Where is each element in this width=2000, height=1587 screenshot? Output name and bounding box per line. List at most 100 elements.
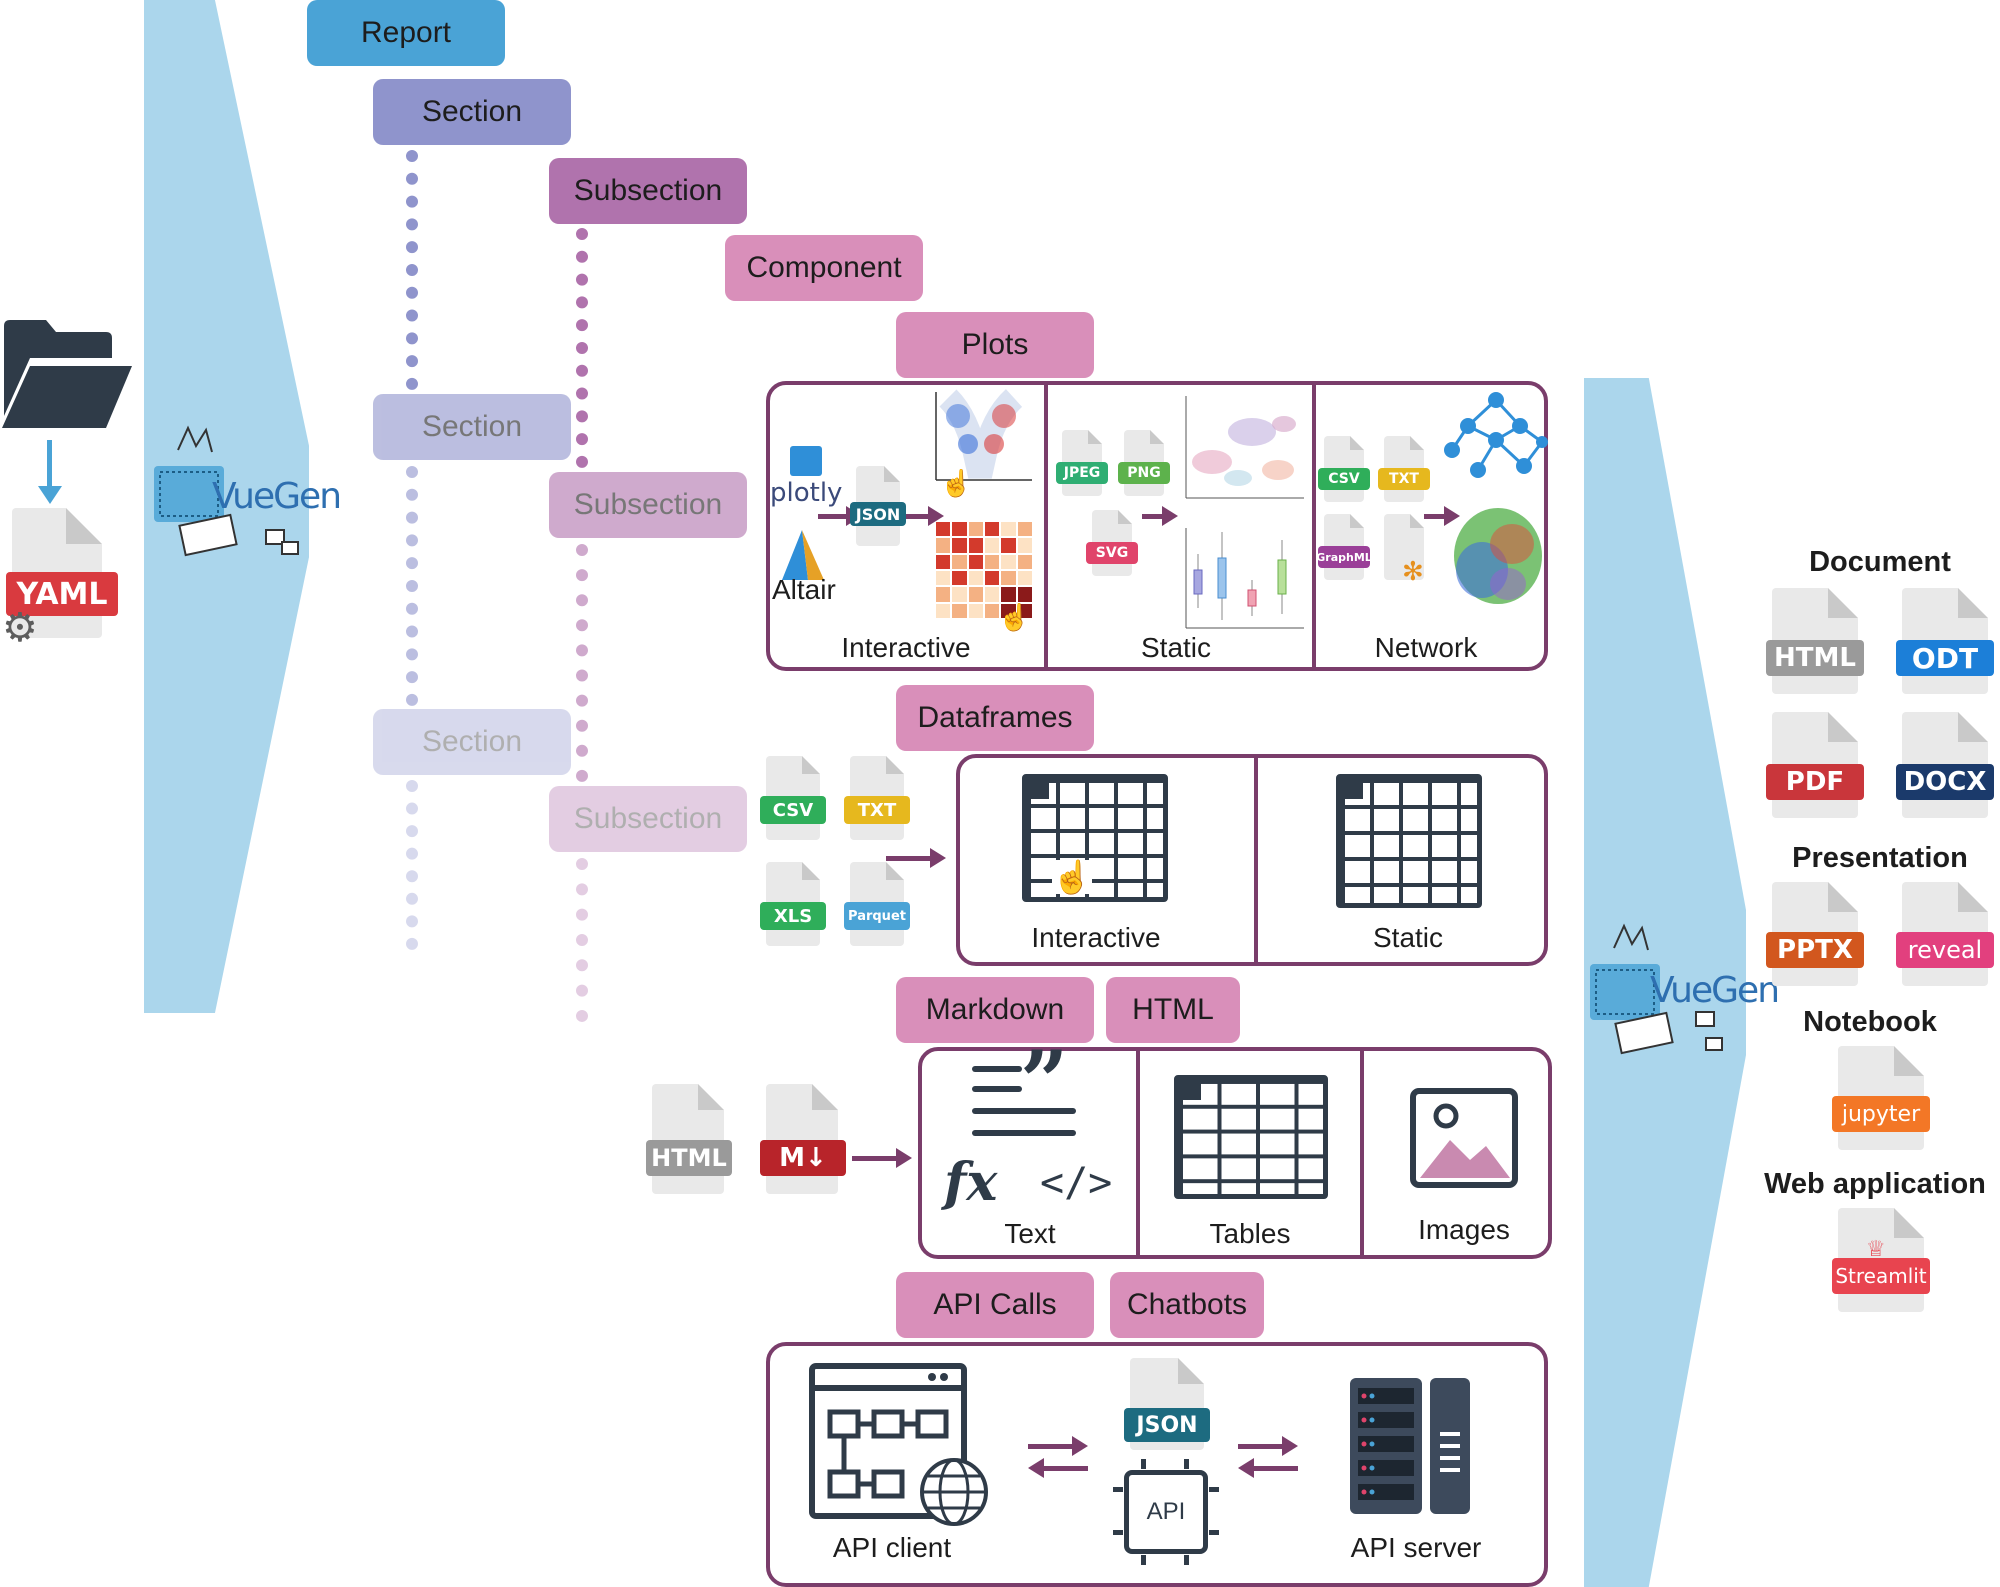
json-file-icon-api: JSON	[1124, 1358, 1210, 1450]
subsection-pill-3: Subsection	[549, 786, 747, 852]
jpeg-file-icon: JPEG	[1056, 430, 1108, 496]
txt-file-icon-network: TXT	[1378, 436, 1430, 502]
docx-output-icon: DOCX	[1896, 712, 1994, 818]
component-pill: Component	[725, 235, 923, 301]
svg-file-icon: SVG	[1086, 510, 1138, 576]
api-server-icon	[1350, 1378, 1470, 1514]
vuegen-logo-text-right: VueGen	[1650, 970, 1780, 1011]
vuegen-logo-text-left: VueGen	[212, 476, 342, 517]
png-label: PNG	[1118, 462, 1170, 484]
csv-label-df: CSV	[760, 796, 826, 824]
network-share-icon: ✻	[1402, 556, 1424, 586]
network-hairball-thumbnail	[1454, 508, 1542, 604]
network-graph-icon	[1444, 392, 1548, 478]
pdf-output-label: PDF	[1766, 764, 1864, 800]
volcano-plot-thumbnail	[935, 389, 1032, 481]
reveal-output-icon: reveal	[1896, 882, 1994, 986]
jupyter-output-icon: jupyter	[1832, 1046, 1930, 1150]
folder-icon	[2, 320, 132, 428]
fx-icon: fx	[944, 1152, 998, 1213]
network-file-icon	[1384, 514, 1424, 580]
api-caption-client: API client	[832, 1532, 952, 1563]
plots-divider-1	[1044, 385, 1048, 667]
pptx-output-label: PPTX	[1766, 932, 1864, 968]
plots-caption-interactive: Interactive	[841, 632, 971, 663]
txt-label-df: TXT	[844, 796, 910, 824]
subsection-dots-1	[576, 228, 588, 468]
dataframes-arrow	[886, 848, 946, 868]
quote-icon: ”	[1020, 1032, 1069, 1131]
html-output-label: HTML	[1766, 640, 1864, 676]
json-label-api: JSON	[1124, 1408, 1210, 1442]
section-pill-2: Section	[373, 394, 571, 460]
vuegen-logo-right: VueGen	[1584, 908, 1780, 1068]
svg-label: SVG	[1086, 542, 1138, 564]
text-lines-icon	[972, 1066, 1076, 1136]
umap-scatter-thumbnail	[1185, 396, 1304, 499]
parquet-label-df: Parquet	[844, 902, 910, 930]
api-caption-server: API server	[1350, 1532, 1482, 1563]
markdown-divider-1	[1136, 1051, 1140, 1255]
plots-divider-2	[1312, 385, 1316, 667]
pdf-output-icon: PDF	[1766, 712, 1864, 818]
parquet-file-icon-df: Parquet	[844, 862, 910, 946]
hand-cursor-icon-3: ☝	[1052, 859, 1092, 895]
markdown-box	[918, 1047, 1552, 1259]
plots-pill: Plots	[896, 312, 1094, 378]
txt-file-icon-df: TXT	[844, 756, 910, 840]
heatmap-thumbnail	[936, 522, 1032, 618]
document-header: Document	[1809, 546, 1951, 578]
table-markdown-icon	[1174, 1075, 1328, 1199]
api-arrow-left-2	[1238, 1458, 1298, 1478]
html-file-label-md: HTML	[646, 1140, 732, 1176]
html-output-icon: HTML	[1766, 588, 1864, 694]
plots-caption-static: Static	[1140, 632, 1212, 663]
section-pill: Section	[373, 79, 571, 145]
streamlit-output-label: Streamlit	[1832, 1258, 1930, 1294]
markdown-file-icon: M↓	[760, 1084, 846, 1194]
subsection-dots-2	[576, 544, 588, 782]
markdown-caption-images: Images	[1418, 1214, 1510, 1245]
section-dots-1	[406, 150, 418, 390]
csv-file-icon-network: CSV	[1318, 436, 1370, 502]
jpeg-label: JPEG	[1056, 462, 1108, 484]
streamlit-crown-icon: ♕	[1866, 1236, 1886, 1261]
notebook-header: Notebook	[1803, 1006, 1937, 1038]
markdown-file-label: M↓	[760, 1140, 846, 1176]
subsection-dots-3	[576, 858, 588, 1022]
plots-arrow-2	[906, 506, 944, 526]
api-chip-label: API	[1146, 1498, 1186, 1525]
code-icon: </>	[1040, 1160, 1113, 1206]
hand-cursor-icon-1: ☝	[940, 468, 973, 498]
yaml-label: YAML	[6, 572, 118, 616]
api-box	[766, 1342, 1548, 1587]
boxplot-thumbnail	[1185, 528, 1304, 629]
api-arrow-right-1	[1028, 1436, 1088, 1456]
txt-label-network: TXT	[1378, 468, 1430, 490]
section-dots-3	[406, 780, 418, 950]
api-chip-icon: API	[1113, 1459, 1219, 1565]
markdown-caption-text: Text	[1004, 1218, 1056, 1249]
api-arrow-left-1	[1028, 1458, 1088, 1478]
dataframes-caption-interactive: Interactive	[1031, 922, 1161, 953]
image-icon	[1410, 1088, 1518, 1188]
streamlit-output-icon: ♕ Streamlit	[1832, 1208, 1930, 1312]
presentation-header: Presentation	[1792, 842, 1968, 874]
json-label-plots: JSON	[850, 502, 906, 526]
chatbots-pill: Chatbots	[1110, 1272, 1264, 1338]
yaml-file-icon: YAML	[6, 508, 118, 638]
docx-output-label: DOCX	[1896, 764, 1994, 800]
hand-cursor-icon-2: ☝	[998, 602, 1031, 632]
vuegen-logo-left: VueGen	[148, 410, 342, 570]
section-dots-2	[406, 466, 418, 706]
odt-output-label: ODT	[1896, 640, 1994, 676]
markdown-caption-tables: Tables	[1209, 1218, 1291, 1249]
plotly-bars-icon	[790, 446, 822, 476]
plots-box	[766, 381, 1548, 671]
odt-output-icon: ODT	[1896, 588, 1994, 694]
pptx-output-icon: PPTX	[1766, 882, 1864, 986]
html-file-icon-md: HTML	[646, 1084, 732, 1194]
down-arrow-icon	[47, 440, 52, 490]
api-arrow-right-2	[1238, 1436, 1298, 1456]
dataframes-pill: Dataframes	[896, 685, 1094, 751]
